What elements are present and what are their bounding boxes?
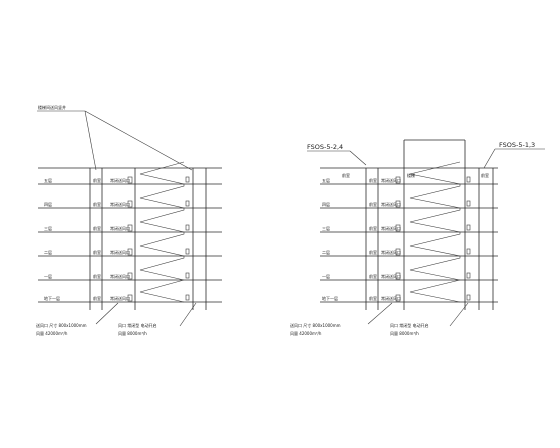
left-riser-diagram: 五层前室常闭送风口四层前室常闭送风口三层前室常闭送风口二层前室常闭送风口一层前室… — [36, 104, 222, 336]
right-top-label-3: 前室 — [481, 172, 489, 178]
right-note-leader-1 — [367, 302, 393, 325]
right-callout-right: FSOS-5-1,3 — [499, 141, 535, 149]
left-note-left-2: 风量 42000m³/h — [36, 330, 68, 336]
vent-symbol — [127, 294, 133, 302]
vent-symbol — [395, 200, 401, 208]
vent-label: 常闭送风口 — [110, 273, 130, 279]
left-note-left-1: 送风口 尺寸 800x1000mm — [36, 322, 87, 328]
room-label: 前室 — [369, 249, 377, 255]
vent-label: 常闭送风口 — [381, 295, 401, 301]
damper-symbol — [466, 272, 471, 279]
room-label: 前室 — [369, 225, 377, 231]
floor-label: 五层 — [322, 177, 330, 183]
vent-label: 常闭送风口 — [381, 249, 401, 255]
right-note-left-1: 送风口 尺寸 800x1000mm — [290, 322, 341, 328]
right-callout-right-leader-b — [483, 148, 496, 169]
floor-label: 一层 — [44, 273, 52, 279]
vent-symbol — [127, 176, 133, 184]
vent-label: 常闭送风口 — [381, 177, 401, 183]
stair-flight-line — [409, 161, 461, 303]
right-note-right-2: 风量 8000m³/h — [390, 330, 419, 336]
damper-symbol — [185, 176, 190, 183]
vent-label: 常闭送风口 — [110, 225, 130, 231]
left-callout-leader-b — [84, 110, 193, 171]
vent-symbol — [395, 224, 401, 232]
damper-symbol — [185, 272, 190, 279]
damper-symbol — [466, 294, 471, 301]
left-note-right-2: 风量 8000m³/h — [118, 330, 147, 336]
vent-symbol — [127, 224, 133, 232]
room-label: 前室 — [369, 201, 377, 207]
room-label: 前室 — [93, 225, 101, 231]
damper-symbol — [185, 248, 190, 255]
right-callout-left: FSOS-5-2,4 — [307, 143, 343, 151]
floor-label: 二层 — [322, 249, 330, 255]
vent-symbol — [127, 272, 133, 280]
right-top-label-1: 前室 — [342, 172, 350, 178]
vent-label: 常闭送风口 — [110, 177, 130, 183]
vent-label: 常闭送风口 — [381, 201, 401, 207]
damper-symbol — [466, 176, 471, 183]
floor-label: 四层 — [44, 201, 52, 207]
left-callout-text: 楼梯间送风竖井 — [38, 104, 66, 110]
room-label: 前室 — [369, 295, 377, 301]
vent-symbol — [395, 294, 401, 302]
damper-symbol — [466, 200, 471, 207]
damper-symbol — [185, 200, 190, 207]
vent-label: 常闭送风口 — [110, 295, 130, 301]
room-label: 前室 — [93, 273, 101, 279]
vent-symbol — [395, 272, 401, 280]
floor-label: 三层 — [44, 225, 52, 231]
room-label: 前室 — [93, 249, 101, 255]
right-callout-left-leader-b — [349, 150, 367, 166]
right-note-left-2: 风量 42000m³/h — [290, 330, 322, 336]
vent-symbol — [395, 248, 401, 256]
right-note-leader-2 — [449, 302, 469, 327]
vent-symbol — [395, 176, 401, 184]
floor-label: 三层 — [322, 225, 330, 231]
vent-symbol — [127, 200, 133, 208]
left-callout-leader-a — [84, 110, 97, 171]
room-label: 前室 — [369, 177, 377, 183]
room-label: 前室 — [93, 295, 101, 301]
damper-symbol — [466, 248, 471, 255]
right-riser-diagram: 五层前室常闭送风口四层前室常闭送风口三层前室常闭送风口二层前室常闭送风口一层前室… — [290, 139, 545, 336]
floor-label: 四层 — [322, 201, 330, 207]
left-note-right-1: 风口 常闭型 电动开启 — [118, 322, 157, 328]
left-note-leader-2 — [179, 302, 197, 327]
vent-label: 常闭送风口 — [110, 201, 130, 207]
damper-symbol — [466, 224, 471, 231]
floor-label: 地下一层 — [44, 295, 60, 301]
room-label: 前室 — [369, 273, 377, 279]
room-label: 前室 — [93, 177, 101, 183]
floor-label: 五层 — [44, 177, 52, 183]
vent-symbol — [127, 248, 133, 256]
damper-symbol — [185, 294, 190, 301]
vent-label: 常闭送风口 — [381, 225, 401, 231]
stair-flight-line — [139, 161, 185, 303]
left-note-leader-1 — [95, 302, 119, 325]
vent-label: 常闭送风口 — [110, 249, 130, 255]
floor-label: 一层 — [322, 273, 330, 279]
room-label: 前室 — [93, 201, 101, 207]
floor-label: 二层 — [44, 249, 52, 255]
floor-label: 地下一层 — [322, 295, 338, 301]
right-top-label-2: 楼梯 — [407, 172, 415, 178]
vent-label: 常闭送风口 — [381, 273, 401, 279]
right-note-right-1: 风口 常闭型 电动开启 — [390, 322, 429, 328]
damper-symbol — [185, 224, 190, 231]
